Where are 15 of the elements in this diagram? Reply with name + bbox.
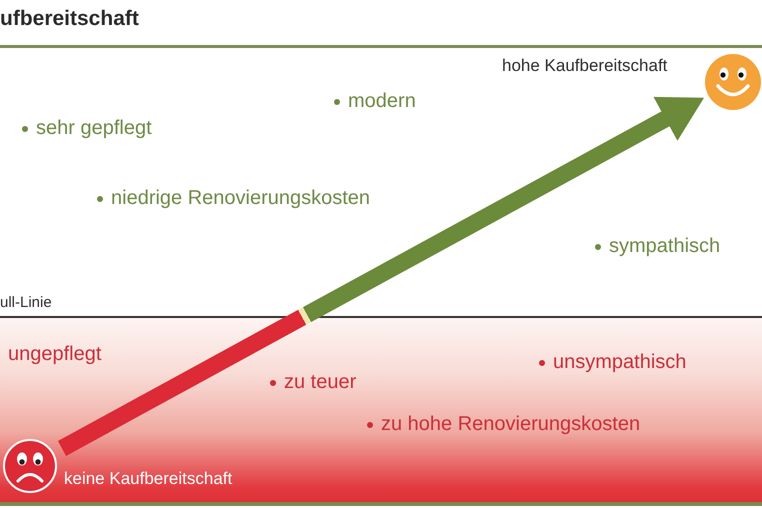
bullet-point-text: unsympathisch (553, 351, 686, 374)
bullet-point-text: sympathisch (609, 235, 720, 258)
chart-title: ufbereitschaft (0, 7, 139, 32)
arrow (58, 96, 704, 456)
bullet-point-text: modern (348, 90, 416, 113)
baseline-label: ull-Linie (0, 294, 52, 312)
bullet-point-text: zu hohe Renovierungskosten (381, 413, 640, 436)
happy-face-icon (705, 54, 761, 110)
bullet-point-text: niedrige Renovierungskosten (111, 187, 370, 210)
sad-face-icon (3, 439, 57, 493)
face-caption: keine Kaufbereitschaft (64, 469, 232, 489)
bullet-point-text: sehr gepflegt (36, 117, 152, 140)
bullet-point-text: zu teuer (284, 371, 356, 394)
bullet-point-text: ungepflegt (8, 343, 102, 366)
face-caption: hohe Kaufbereitschaft (502, 56, 668, 76)
